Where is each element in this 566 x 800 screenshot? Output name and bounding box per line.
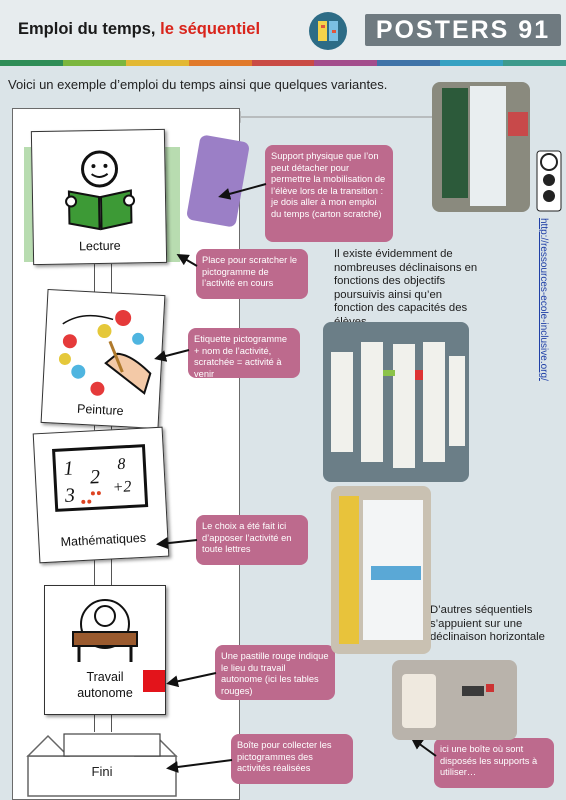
- photo-variants-wall: [323, 322, 469, 482]
- photo-horizontal-schedule: [331, 486, 431, 654]
- card-peinture: Peinture: [40, 289, 166, 429]
- finished-box-icon: [26, 733, 178, 797]
- math-board-icon: 1 3 2 8 +2: [52, 444, 149, 512]
- resources-link[interactable]: http://ressources-ecole-inclusive.org/: [538, 218, 549, 381]
- stripe-segment: [62, 60, 126, 66]
- math-number: 8: [117, 456, 126, 473]
- intro-text: Voici un exemple d’emploi du temps ainsi…: [8, 77, 388, 92]
- stripe-segment: [0, 60, 63, 66]
- variants-text: Il existe évidemment de nombreuses décli…: [334, 248, 478, 328]
- red-dot-marker: [143, 670, 165, 692]
- page-title: Emploi du temps, le séquentiel: [18, 20, 260, 39]
- card-travail-autonome: Travail autonome: [44, 585, 166, 715]
- stripe-segment: [503, 60, 566, 66]
- stripe-segment: [188, 60, 252, 66]
- math-number: +2: [112, 478, 132, 496]
- stripe-segment: [251, 60, 315, 66]
- stripe-segment: [440, 60, 504, 66]
- horizontal-text: D’autres séquentiels s’appuient sur une …: [430, 604, 545, 643]
- card-label: autonome: [77, 686, 133, 700]
- note-boite-photo: ici une boîte où sont disposés les suppo…: [434, 738, 554, 788]
- stripe-segment: [314, 60, 378, 66]
- note-choix: Le choix a été fait ici d’apposer l’acti…: [196, 515, 308, 565]
- photo-collect-box: [392, 660, 517, 740]
- card-mathematiques: 1 3 2 8 +2 Mathématiques: [32, 426, 170, 564]
- creative-commons-icon: [536, 150, 562, 212]
- stripe-segment: [377, 60, 441, 66]
- brand-logo: POSTERS 91: [365, 14, 561, 46]
- title-prefix: Emploi du temps,: [18, 20, 161, 38]
- stripe-segment: [125, 60, 189, 66]
- title-accent: le séquentiel: [160, 20, 261, 38]
- photo-classroom-schedule: [432, 82, 530, 212]
- card-label: Fini: [91, 764, 113, 779]
- color-stripe: [0, 60, 566, 66]
- book-logo-icon: [309, 12, 347, 50]
- note-boite: Boîte pour collecter les pictogrammes de…: [231, 734, 353, 784]
- card-label: Travail: [86, 670, 124, 684]
- note-support: Support physique que l’on peut détacher …: [265, 145, 393, 242]
- card-lecture: Lecture: [30, 128, 168, 266]
- desk-worker-icon: [72, 599, 138, 662]
- math-number: 3: [63, 484, 75, 507]
- math-number: 2: [89, 466, 100, 488]
- note-etiquette: Etiquette pictogramme + nom de l’activit…: [188, 328, 300, 379]
- note-scratch: Place pour scratcher le pictogramme de l…: [196, 249, 308, 299]
- painting-hand-icon: [58, 309, 152, 396]
- math-number: 1: [63, 457, 74, 479]
- reading-person-icon: [65, 150, 136, 231]
- note-pastille: Une pastille rouge indique le lieu du tr…: [215, 645, 335, 700]
